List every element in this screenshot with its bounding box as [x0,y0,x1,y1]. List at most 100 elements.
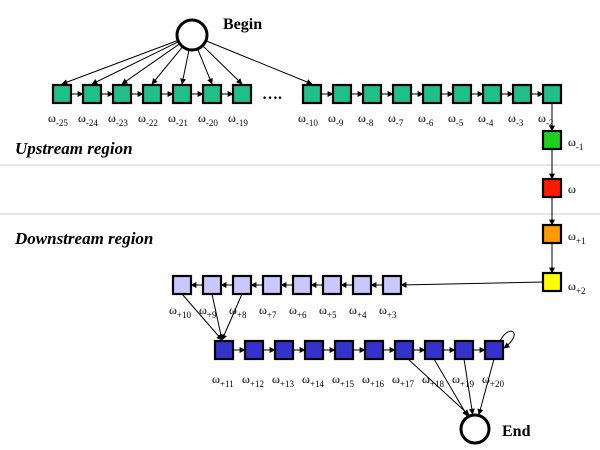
row1-node [171,83,193,105]
row1-node [111,83,133,105]
row3-label: ω+5 [319,303,337,320]
begin-fan-arrow [91,41,179,85]
row4-node [453,339,475,361]
row1-node [541,83,563,105]
row1-label: ω-19 [228,111,248,128]
row1-label: ω-3 [508,111,524,128]
column-label: ω+1 [568,229,585,246]
row1-label: ω-10 [298,111,318,128]
row4-self-loop [499,330,515,349]
row1-node [231,83,253,105]
row4-node [333,339,355,361]
row4-node [273,339,295,361]
row3-node [171,274,193,296]
row4-label: ω+20 [482,372,504,389]
row3-node [381,274,403,296]
row3-label: ω+3 [379,303,397,320]
row1-label: ω-4 [478,111,494,128]
row3-to-row4-arrow [181,293,223,341]
row4-node [483,339,505,361]
row3-node [291,274,313,296]
begin-fan-arrow [180,49,190,85]
row1-label: ω-8 [358,111,374,128]
row4-label: ω+19 [452,372,474,389]
row1-node [361,83,383,105]
begin-fan-arrow [61,39,179,85]
begin-fan-arrow [205,40,313,85]
row4-label: ω+18 [422,372,444,389]
row1-node [301,83,323,105]
row4-node [303,339,325,361]
row1-node [141,83,163,105]
row4-label: ω+16 [362,372,384,389]
row1-label: ω-6 [418,111,434,128]
row1-label: ω-25 [48,111,68,128]
begin-state [175,18,209,52]
row1-node [451,83,473,105]
row1-node [331,83,353,105]
row1-label: ω-22 [138,111,158,128]
row1-node [421,83,443,105]
row3-label: ω+10 [169,303,191,320]
row1-node [391,83,413,105]
row4-node [393,339,415,361]
node-w-plus-2 [541,271,563,293]
column-label: ω-1 [568,135,583,152]
row4-to-end-arrow [477,358,495,416]
row4-node [243,339,265,361]
begin-fan-arrow [202,45,243,85]
row4-label: ω+15 [332,372,354,389]
w-plus-2-to-row3-arrow [400,281,544,288]
node-w-plus-1 [541,223,563,245]
node-w-minus-1 [541,129,563,151]
column-label: ω+2 [568,279,585,296]
row3-label: ω+6 [289,303,307,320]
row4-label: ω+11 [212,372,234,389]
downstream-region-label: Downstream region [14,229,153,248]
row3-node [261,274,283,296]
row3-label: ω+8 [229,303,247,320]
row4-node [363,339,385,361]
row4-to-end-arrow [463,358,475,415]
begin-fan-arrow [121,43,181,85]
row1-node [511,83,533,105]
begin-label: Begin [223,16,262,33]
row3-node [231,274,253,296]
row1-node [81,83,103,105]
node-w-core [541,177,563,199]
row4-label: ω+13 [272,372,294,389]
row1-label: ω-24 [78,111,98,128]
row3-label: ω+4 [349,303,367,320]
row1-label: ω-23 [108,111,128,128]
row4-label: ω+17 [392,372,414,389]
row1-label: ω-2 [538,111,553,128]
row1-node [51,83,73,105]
row1-label: ω-5 [448,111,464,128]
row1-ellipsis: …. [262,86,282,103]
row1-node [481,83,503,105]
row3-label: ω+9 [199,303,217,320]
row1-label: ω-20 [198,111,218,128]
row4-to-end-arrow [407,358,470,416]
begin-fan-arrow [151,46,184,85]
row4-to-end-arrow [433,358,468,417]
row1-label: ω-9 [328,111,344,128]
row1-label: ω-7 [388,111,404,128]
row3-to-row4-arrow [211,293,224,341]
row3-node [351,274,373,296]
row3-node [321,274,343,296]
row4-node [423,339,445,361]
row1-node [201,83,223,105]
row3-node [201,274,223,296]
column-label: ω [568,182,576,196]
upstream-region-label: Upstream region [15,139,133,158]
begin-fan-arrow [197,48,213,85]
row4-label: ω+12 [242,372,264,389]
row3-label: ω+7 [259,303,277,320]
end-label: End [502,423,531,440]
end-state [459,413,491,445]
row3-to-row4-arrow [221,293,243,341]
row4-node [213,339,235,361]
